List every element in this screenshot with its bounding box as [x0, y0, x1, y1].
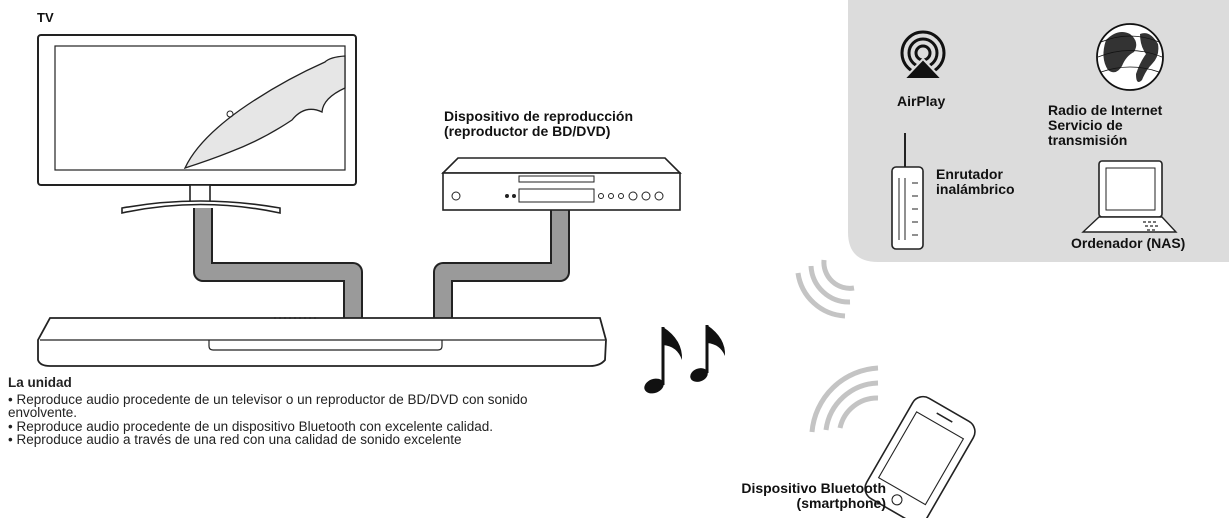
bluetooth-label: Dispositivo Bluetooth (smartphone): [696, 481, 886, 511]
music-notes-icon: [644, 325, 726, 394]
unit-bullet-3: • Reproduce audio a través de una red co…: [8, 432, 462, 448]
tv-label: TV: [37, 10, 54, 25]
wireless-waves-router: [795, 259, 855, 319]
soundbar-illustration: [37, 317, 607, 367]
airplay-icon: [900, 30, 946, 80]
wireless-waves-phone: [809, 365, 879, 433]
radio-label-line1: Radio de Internet: [1048, 102, 1163, 118]
globe-icon: [1096, 23, 1164, 91]
bluetooth-label-line1: Dispositivo Bluetooth: [741, 480, 886, 496]
unit-description-title: La unidad: [8, 375, 72, 390]
player-illustration: [441, 157, 682, 211]
router-label-line1: Enrutador: [936, 166, 1003, 182]
unit-bullet-2: • Reproduce audio procedente de un dispo…: [8, 418, 494, 434]
radio-label: Radio de Internet Servicio de transmisió…: [1048, 103, 1162, 148]
player-label-line2: (reproductor de BD/DVD): [444, 123, 611, 139]
unit-description: La unidad • Reproduce audio procedente d…: [8, 376, 568, 447]
smartphone-illustration: [864, 395, 976, 518]
player-label-line1: Dispositivo de reproducción: [444, 108, 634, 124]
radio-label-line2: Servicio de: [1048, 117, 1123, 133]
router-illustration: [891, 133, 924, 250]
airplay-label: AirPlay: [897, 93, 946, 109]
radio-label-line3: transmisión: [1048, 132, 1128, 148]
dolphin-picture: [183, 55, 346, 170]
cable-player-to-unit: [433, 210, 570, 318]
unit-bullet-1: • Reproduce audio procedente de un telev…: [8, 391, 528, 421]
bluetooth-label-line2: (smartphone): [796, 495, 886, 511]
router-label: Enrutador inalámbrico: [936, 167, 1015, 197]
router-label-line2: inalámbrico: [936, 181, 1015, 197]
player-label: Dispositivo de reproducción (reproductor…: [444, 109, 633, 139]
computer-illustration: [1081, 160, 1178, 233]
computer-label: Ordenador (NAS): [1071, 235, 1186, 251]
tv-illustration: [37, 34, 357, 214]
cable-tv-to-unit: [193, 208, 363, 318]
